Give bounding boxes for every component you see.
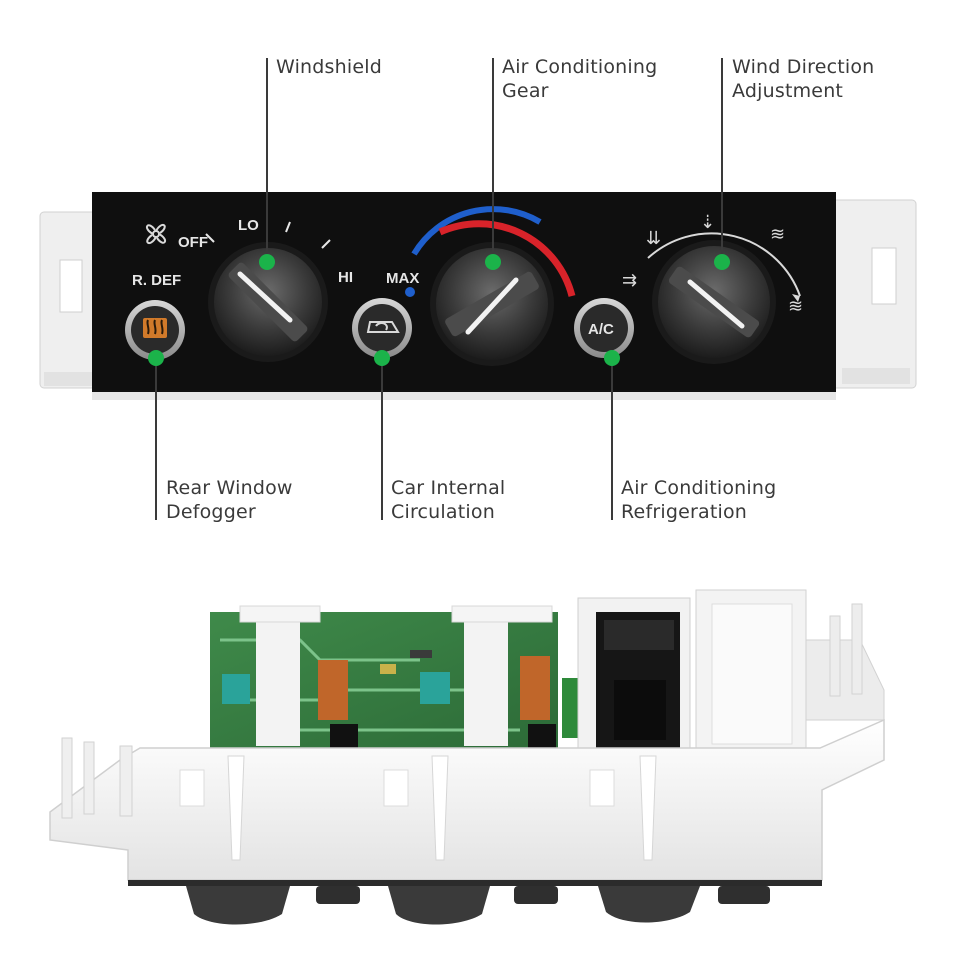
fan-off-label: OFF (178, 234, 208, 251)
windshield-callout: Windshield (276, 55, 382, 79)
fan-speed-knob[interactable] (208, 242, 328, 362)
front-panel-unit: OFF LO HI R. DEF (39, 192, 917, 400)
ac-button-label: A/C (588, 321, 614, 338)
ac-gear-callout-line1: Air Conditioning (502, 56, 658, 78)
temperature-knob[interactable] (430, 242, 554, 366)
max-label: MAX (386, 270, 419, 287)
mode-arc (647, 232, 801, 297)
rear-defogger-callout-line2: Defogger (166, 501, 256, 523)
callout-lines (155, 58, 723, 520)
ac-button[interactable]: A/C (574, 298, 634, 358)
defrost-mixed-icon: ≋ (770, 224, 785, 245)
rear-defrost-button[interactable] (125, 300, 185, 360)
internal-circulation-marker (374, 350, 390, 366)
vent-floor-icon: ⇣ (700, 212, 715, 233)
ac-gear-marker (485, 254, 501, 270)
fan-icon (145, 223, 167, 245)
ac-refrigeration-marker (604, 350, 620, 366)
recirculation-button[interactable] (352, 298, 412, 358)
defrost-windshield-icon: ≋ (788, 296, 803, 317)
recirculation-icon (366, 321, 400, 333)
ac-refrigeration-callout-line2: Refrigeration (621, 501, 748, 523)
rear-defogger-callout-line1: Rear Window (166, 477, 293, 499)
wind-direction-callout: Wind Direction Adjustment (732, 55, 874, 103)
rear-defogger-marker (148, 350, 164, 366)
wind-direction-marker (714, 254, 730, 270)
internal-circulation-callout: Car Internal Circulation (391, 476, 505, 524)
vent-bi-level-icon: ⇊ (646, 228, 661, 249)
plastic-shell (49, 718, 885, 881)
vent-face-icon: ⇉ (622, 270, 637, 291)
rear-defrost-icon (143, 318, 167, 338)
rear-defogger-callout: Rear Window Defogger (166, 476, 293, 524)
fan-hi-label: HI (338, 269, 353, 286)
ac-gear-callout-line2: Gear (502, 80, 549, 102)
wind-direction-callout-line1: Wind Direction (732, 56, 875, 78)
left-mounting-bracket (39, 211, 99, 389)
internal-circulation-callout-line2: Circulation (391, 501, 495, 523)
windshield-marker (259, 254, 275, 270)
mode-knob[interactable] (652, 240, 776, 364)
rear-housing-view (49, 589, 885, 925)
right-mounting-bracket (831, 199, 917, 389)
callout-markers (148, 254, 730, 366)
fan-lo-label: LO (238, 217, 259, 234)
fan-knob-rear (186, 886, 290, 925)
windshield-callout-line1: Windshield (276, 56, 382, 78)
rear-def-label: R. DEF (132, 272, 181, 289)
internal-circulation-callout-line1: Car Internal (391, 477, 506, 499)
hot-temperature-arc (438, 220, 576, 297)
mode-knob-rear (598, 886, 700, 923)
ac-refrigeration-callout-line1: Air Conditioning (621, 477, 777, 499)
temp-knob-rear (388, 886, 490, 925)
wind-direction-callout-line2: Adjustment (732, 80, 844, 102)
ac-refrigeration-callout: Air Conditioning Refrigeration (621, 476, 776, 524)
cold-temperature-arc (411, 206, 542, 256)
ac-gear-callout: Air Conditioning Gear (502, 55, 657, 103)
